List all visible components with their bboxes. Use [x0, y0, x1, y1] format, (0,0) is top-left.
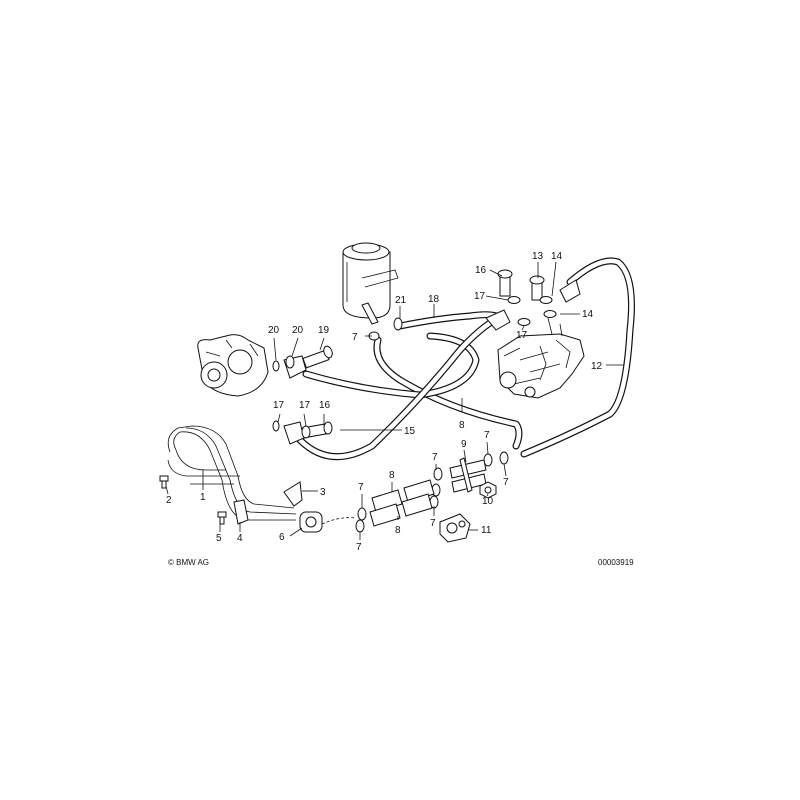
- copyright-text: © BMW AG: [168, 558, 209, 567]
- callout-14-b: 14: [582, 309, 594, 320]
- callout-6: 6: [279, 532, 285, 543]
- callout-7-d: 7: [432, 452, 438, 463]
- callout-16-a: 16: [475, 265, 487, 276]
- banjo-fitting-18: [485, 309, 511, 331]
- banjo-fitting-15: [283, 421, 305, 445]
- callout-20-a: 20: [268, 325, 280, 336]
- banjo-bolt-16-right: [497, 269, 513, 297]
- bracket-3: [283, 481, 303, 507]
- callout-7-c: 7: [356, 542, 362, 553]
- callout-7-e: 7: [430, 518, 436, 529]
- callout-18: 18: [428, 294, 440, 305]
- callout-19: 19: [318, 325, 330, 336]
- screw-2: [159, 475, 169, 489]
- callout-8-b: 8: [389, 470, 395, 481]
- power-steering-pump: [197, 334, 269, 397]
- cooler-pipe-1: [167, 425, 297, 521]
- callout-3: 3: [320, 487, 326, 498]
- callout-15: 15: [404, 426, 416, 437]
- connector-9: [449, 457, 487, 493]
- clip-11: [439, 513, 471, 543]
- callout-8-c: 8: [395, 525, 401, 536]
- callout-9: 9: [461, 439, 467, 450]
- callout-8-a: 8: [459, 420, 465, 431]
- banjo-fitting-12: [559, 279, 581, 303]
- callout-20-b: 20: [292, 325, 304, 336]
- callout-10: 10: [482, 496, 494, 507]
- callout-13: 13: [532, 251, 544, 262]
- nut-10: [479, 481, 497, 499]
- sealing-rings: [272, 296, 557, 439]
- callout-17-d: 17: [299, 400, 311, 411]
- callout-11: 11: [481, 525, 492, 536]
- banjo-bolt-19: [302, 345, 333, 369]
- routing-dash: [321, 517, 357, 525]
- callout-labels: 1 2 3 4 5 6 7 7 7 7 7 7 7 8 8 8 9 10 11 …: [166, 251, 603, 553]
- bracket-4: [233, 499, 249, 525]
- callout-16-b: 16: [319, 400, 331, 411]
- callout-14-a: 14: [551, 251, 563, 262]
- callout-4: 4: [237, 533, 243, 544]
- banjo-bolt-13: [529, 275, 545, 301]
- steering-gear-box: [497, 317, 585, 399]
- callout-17-a: 17: [474, 291, 486, 302]
- callout-21: 21: [395, 295, 407, 306]
- drawing-number: 00003919: [598, 558, 634, 567]
- callout-17-c: 17: [273, 400, 285, 411]
- callout-7-f: 7: [484, 430, 490, 441]
- hose-12: [520, 257, 635, 458]
- hose-pieces-8: [369, 479, 435, 527]
- callout-7-g: 7: [503, 477, 509, 488]
- callout-17-b: 17: [516, 330, 528, 341]
- callout-5: 5: [216, 533, 222, 544]
- hose-8: [373, 336, 523, 450]
- screw-5: [217, 511, 227, 525]
- callout-7-a: 7: [352, 332, 358, 343]
- fluid-reservoir: [342, 242, 399, 325]
- callout-1: 1: [200, 492, 206, 503]
- clip-6: [299, 511, 323, 533]
- leader-lines: [165, 261, 624, 540]
- callout-7-b: 7: [358, 482, 364, 493]
- hose-15: [296, 314, 502, 461]
- callout-12: 12: [591, 361, 603, 372]
- callout-2: 2: [166, 495, 172, 506]
